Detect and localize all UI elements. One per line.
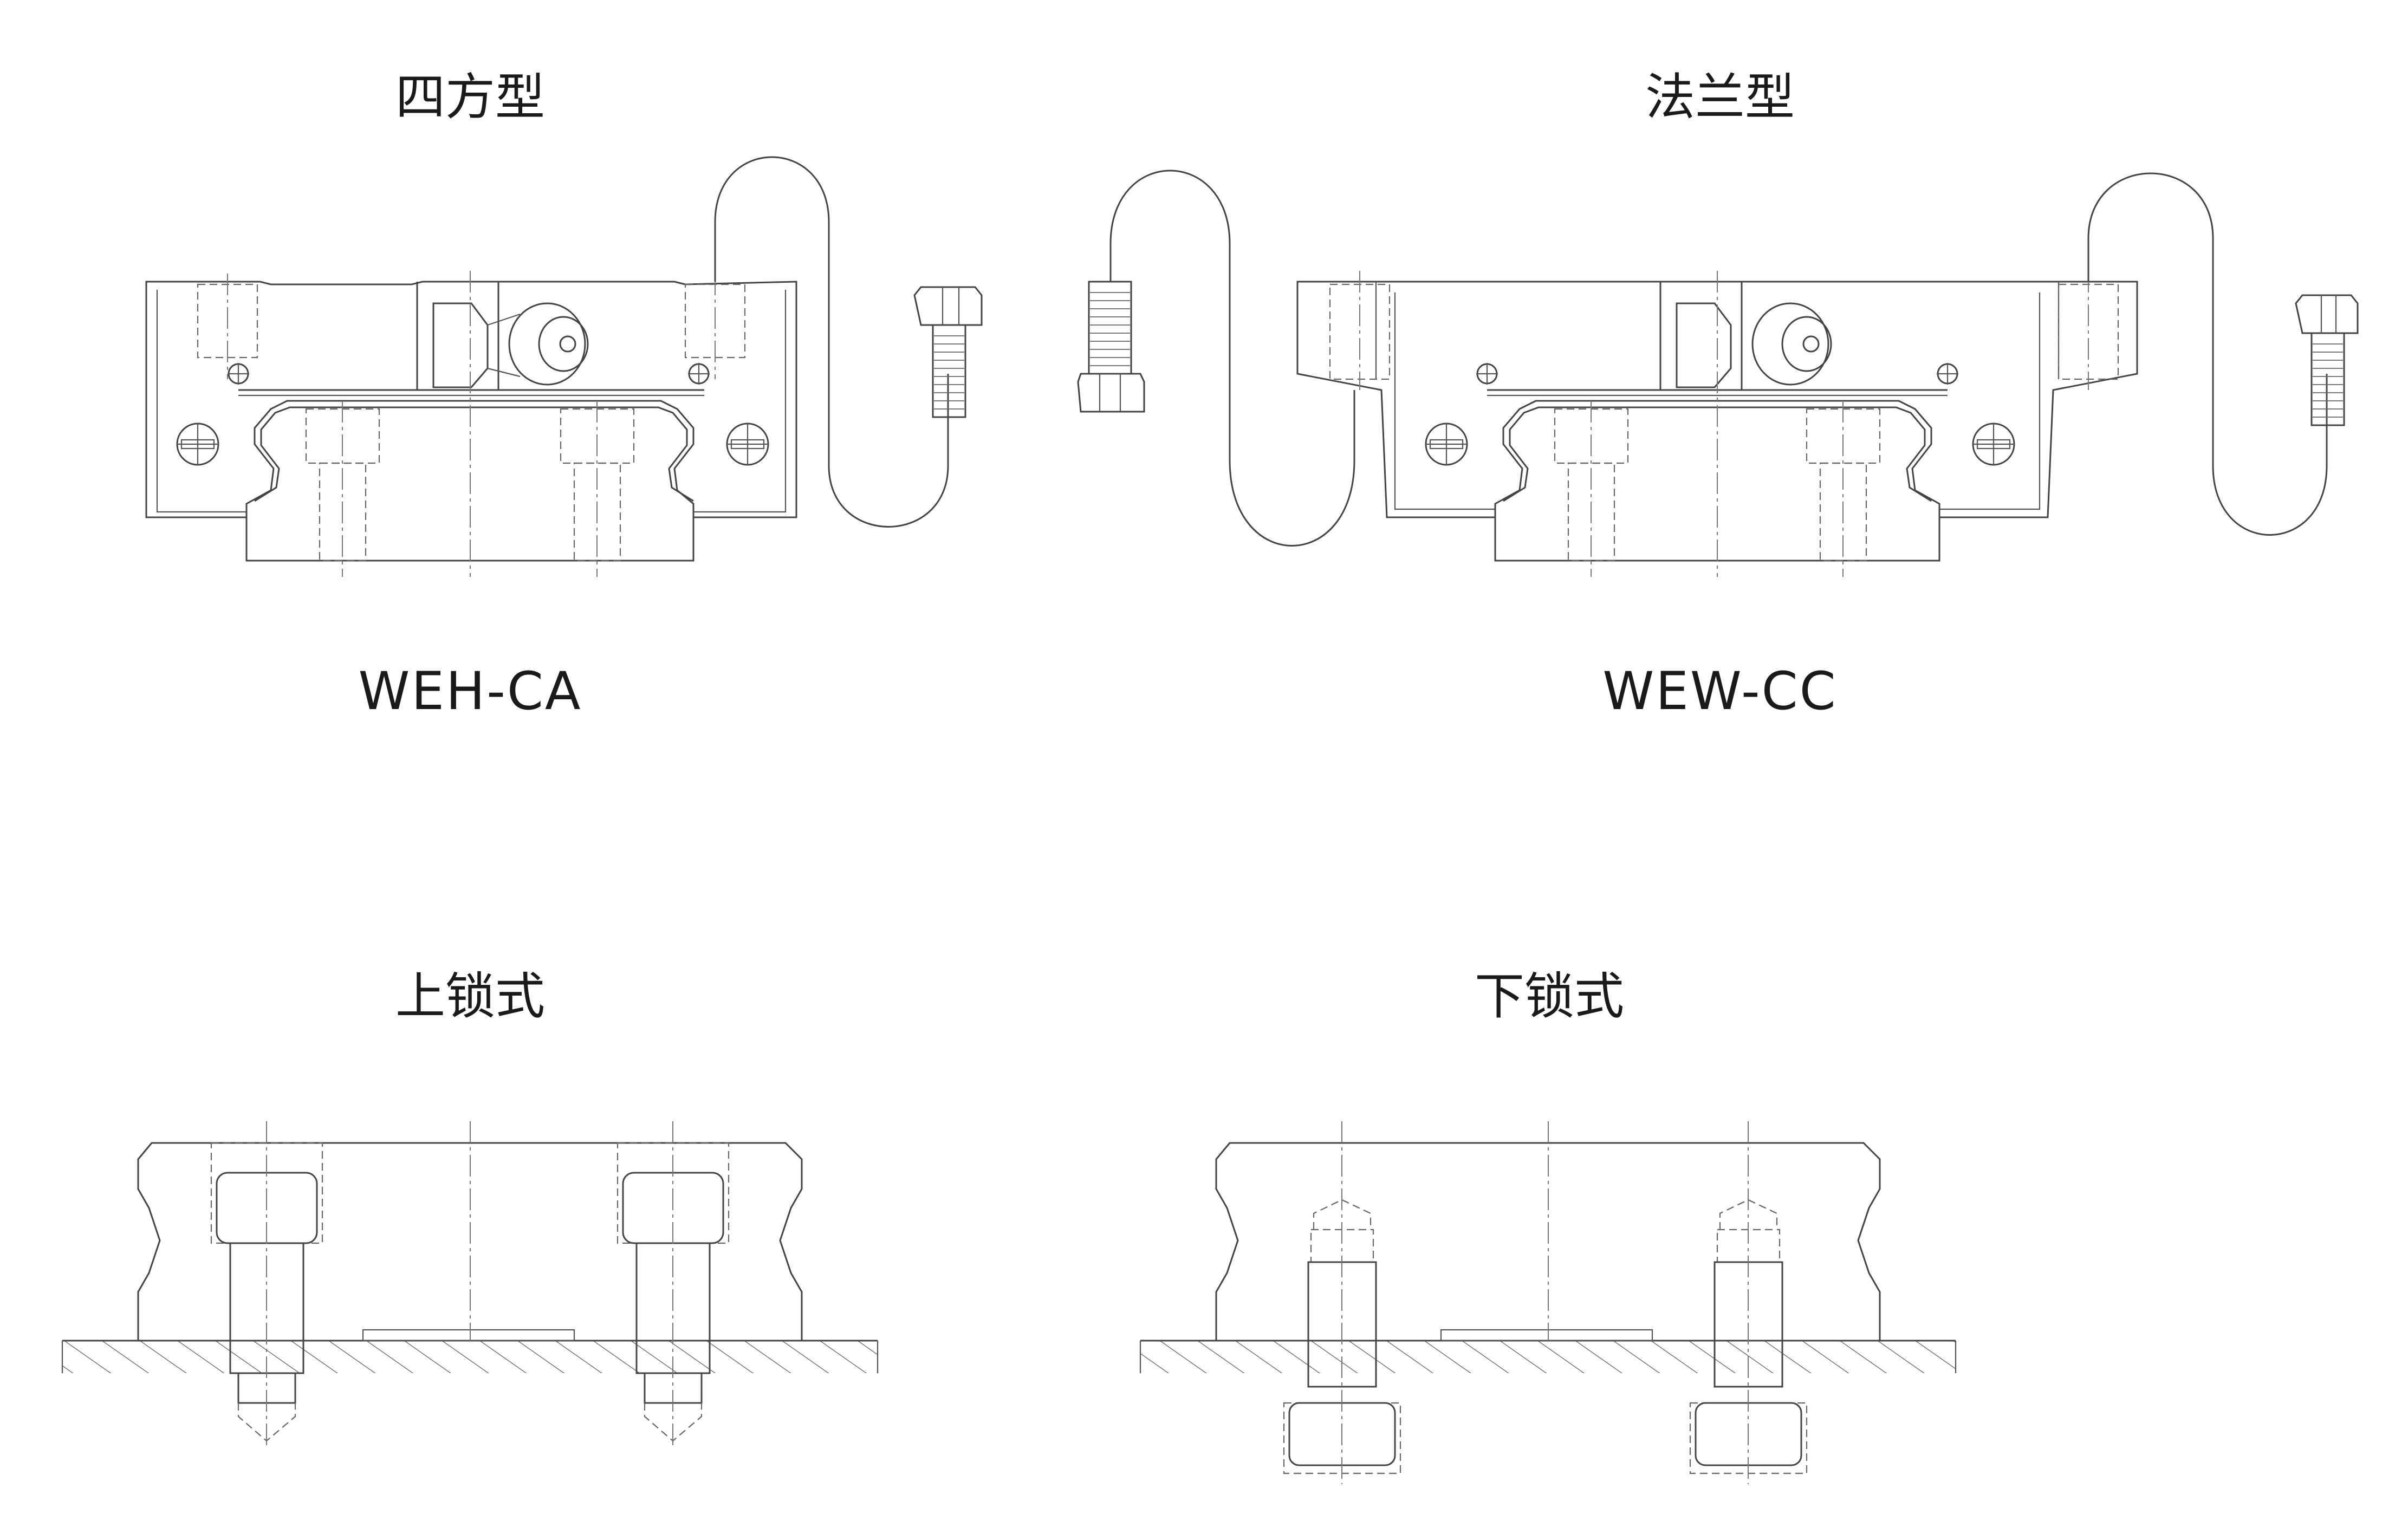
flange-type-title: 法兰型 bbox=[1645, 68, 1795, 126]
square-type-title: 四方型 bbox=[395, 68, 546, 126]
flange-model-label: WEW-CC bbox=[1602, 661, 1838, 722]
flange-block-drawing bbox=[1077, 170, 2359, 577]
top-lock-drawing bbox=[61, 1121, 879, 1446]
bottom-lock-drawing bbox=[1139, 1121, 1957, 1484]
square-block-drawing bbox=[145, 156, 983, 577]
square-model-label: WEH-CA bbox=[358, 661, 582, 722]
bottom-lock-title: 下锁式 bbox=[1474, 967, 1625, 1025]
top-lock-title: 上锁式 bbox=[395, 967, 546, 1025]
